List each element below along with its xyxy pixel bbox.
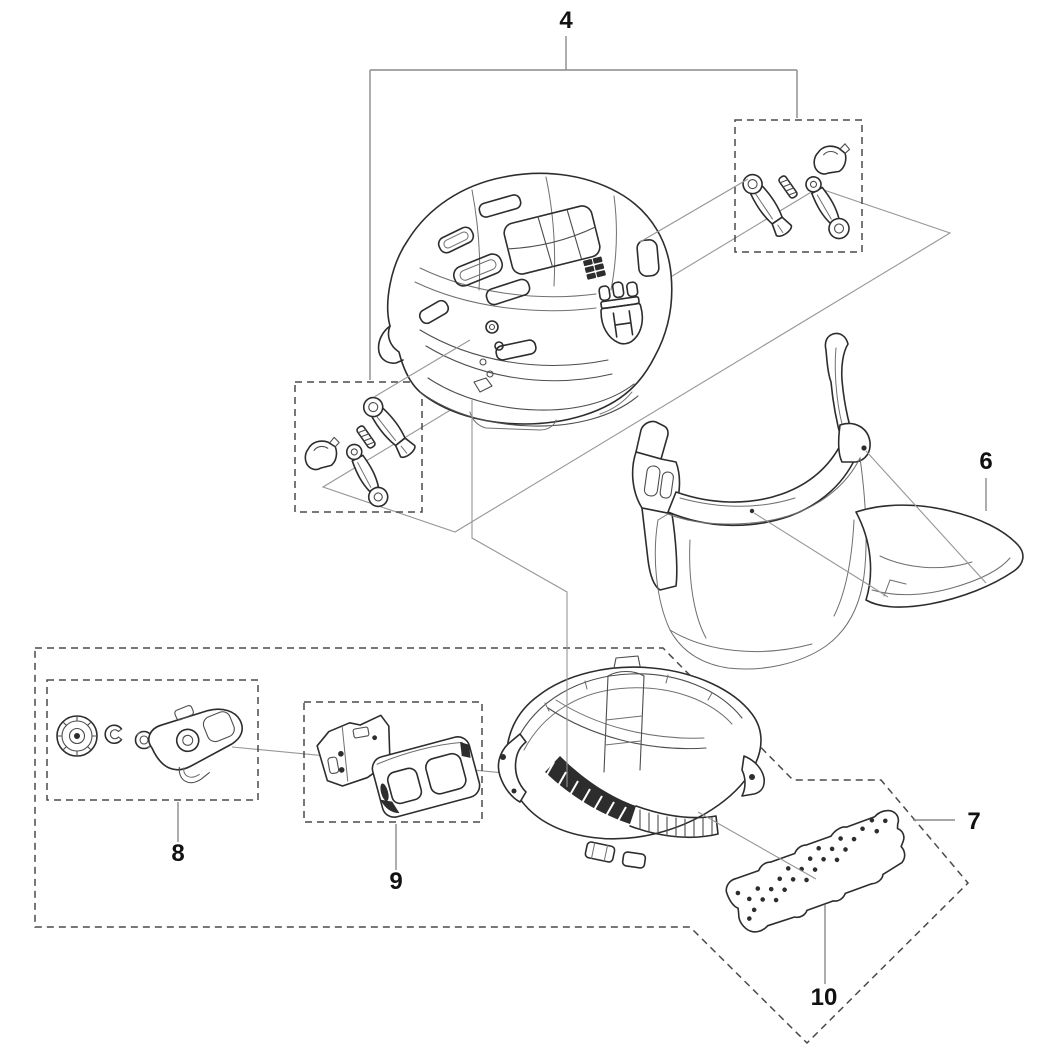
vent-grid-icon	[583, 256, 606, 280]
construction-lines	[373, 178, 987, 880]
head-harness	[497, 655, 765, 869]
leader-line-harness-to-sweatband	[697, 811, 817, 880]
sweatband	[725, 809, 906, 933]
dashed-box-hinge-kit-left	[294, 381, 423, 513]
mount-plate-outer	[371, 736, 481, 818]
hinge-kit-right	[742, 143, 851, 240]
callout-4: 4	[369, 7, 798, 380]
callout-10: 10	[811, 905, 838, 1011]
callout-7: 7	[913, 808, 981, 835]
visor-frame	[631, 332, 871, 591]
dashed-box-ratchet-knob	[46, 679, 259, 801]
helmet-vent-slot	[478, 194, 522, 218]
helmet-shell	[377, 172, 673, 431]
helmet-mount-boss	[473, 320, 504, 393]
callout-label-10: 10	[811, 984, 838, 1011]
hinge-clip	[813, 143, 851, 175]
leader-line-helmet-to-left-kit	[373, 339, 471, 398]
visor-pivot-dot	[861, 445, 867, 451]
helmet-side-vent	[636, 239, 660, 277]
visor-mount-dot	[749, 508, 755, 514]
harness-clip-left	[497, 733, 527, 803]
callout-9: 9	[389, 824, 403, 895]
hinge-spring	[356, 425, 376, 449]
leader-line-helmet-to-right-kit	[639, 178, 749, 243]
callout-label-4: 4	[559, 7, 573, 34]
retainer-ring	[104, 724, 123, 744]
helmet-vent-slot	[437, 226, 475, 254]
callout-label-9: 9	[389, 868, 402, 895]
hinge-kit-left	[304, 396, 416, 508]
hinge-lever	[742, 173, 793, 238]
callout-label-7: 7	[967, 808, 980, 835]
callout-label-8: 8	[171, 840, 184, 867]
hinge-lever	[345, 443, 389, 508]
face-shield	[654, 456, 867, 670]
helmet-vent-slot	[485, 278, 531, 306]
helmet-rear-lip	[377, 325, 404, 364]
helmet-vent-grid	[503, 205, 601, 275]
helmet-vent-slot	[452, 253, 504, 287]
leader-line-pivot-to-peak	[865, 450, 987, 584]
leader-line-frame-to-peak	[753, 512, 889, 598]
callout-8: 8	[171, 802, 185, 867]
helmet-vent-slot	[418, 299, 450, 325]
dashed-box-rear-plates	[303, 701, 483, 823]
helmet-vent-slot	[495, 339, 537, 361]
ratchet-housing	[148, 705, 243, 784]
hinge-lever	[362, 396, 416, 459]
callout-label-6: 6	[979, 448, 992, 475]
husqvarna-crown-logo	[598, 281, 644, 345]
hinge-lever	[805, 176, 850, 240]
sweatband-holes	[735, 817, 888, 921]
leader-line-helmet-to-harness	[471, 400, 568, 787]
callout-6: 6	[979, 448, 993, 511]
rear-mount-plates	[316, 714, 481, 818]
visor-peak	[855, 504, 1024, 608]
hinge-clip	[304, 436, 340, 471]
dashed-box-hinge-kit-right	[734, 119, 863, 253]
hinge-spring	[778, 175, 798, 199]
ratchet-knob-assembly	[56, 705, 243, 784]
